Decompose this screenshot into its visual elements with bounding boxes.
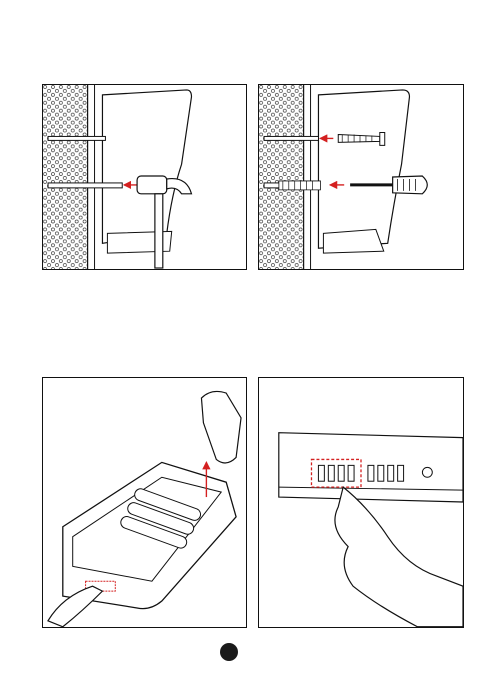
- hand-icon: [201, 391, 241, 463]
- wall-anchor-illustration: [43, 85, 246, 269]
- panel-wall-screw-mount: [258, 84, 464, 270]
- device-outline: [102, 90, 191, 243]
- page-number-marker: [220, 643, 238, 661]
- hand-icon: [335, 487, 463, 627]
- panel-wall-drill-anchor: [42, 84, 247, 270]
- anchor-lower: [48, 183, 122, 188]
- wall-screw-illustration: [259, 85, 463, 269]
- panel-battery-compartment: [42, 377, 247, 628]
- wall-section: [43, 85, 88, 269]
- dip-switch-illustration: [259, 378, 463, 627]
- battery-illustration: [43, 378, 246, 627]
- panel-dip-switch-setting: [258, 377, 464, 628]
- wall-section: [259, 85, 304, 269]
- device-outline: [318, 90, 409, 248]
- anchor-upper: [48, 136, 105, 140]
